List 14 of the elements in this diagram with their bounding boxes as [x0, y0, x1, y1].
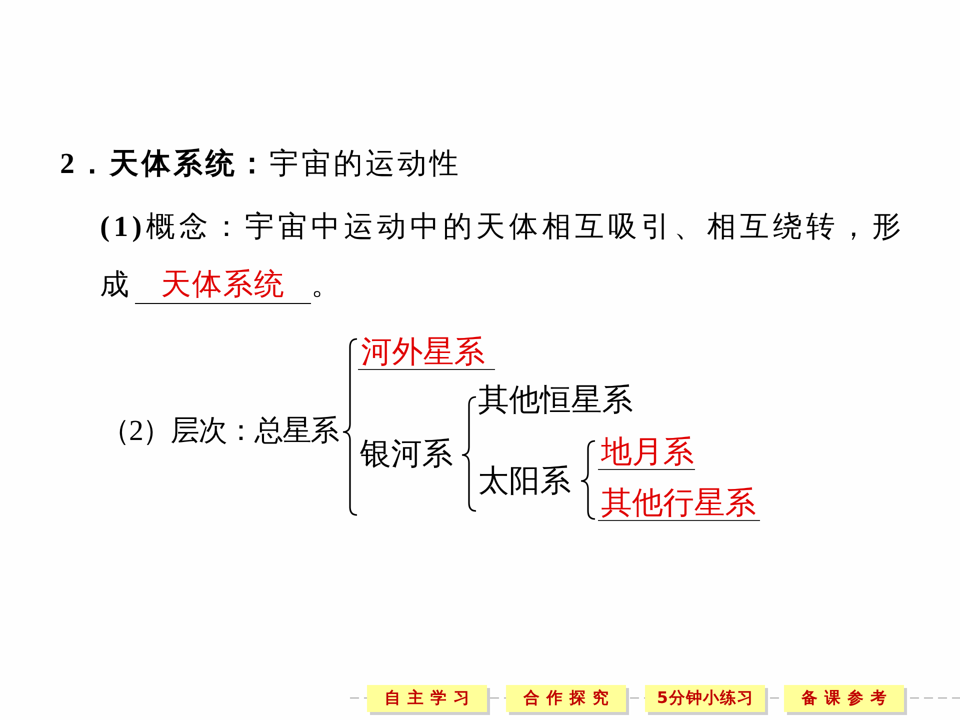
fill-in-line: 天体系统: [135, 267, 311, 304]
level-label: 其他恒星系: [478, 383, 633, 417]
nav-button: 自主学习: [367, 685, 487, 712]
heading: 2．天体系统：宇宙的运动性: [60, 147, 462, 182]
concept-sentence: (1)概念：宇宙中运动中的天体相互吸引、相互绕转，形成 天体系统 。: [100, 210, 906, 306]
nav-button: 5分钟小练习: [645, 685, 765, 712]
nav-button: 合作探究: [506, 685, 626, 712]
level-label: 银河系: [360, 437, 453, 471]
nav-button: 备课参考: [784, 685, 904, 712]
level-label: 太阳系: [478, 464, 571, 498]
fill-in-line: 其他行星系: [598, 486, 760, 521]
section-label: （2）层次：总星系: [101, 414, 338, 448]
fill-in-line: 地月系: [598, 435, 695, 470]
fill-in-line: 河外星系: [358, 335, 495, 370]
